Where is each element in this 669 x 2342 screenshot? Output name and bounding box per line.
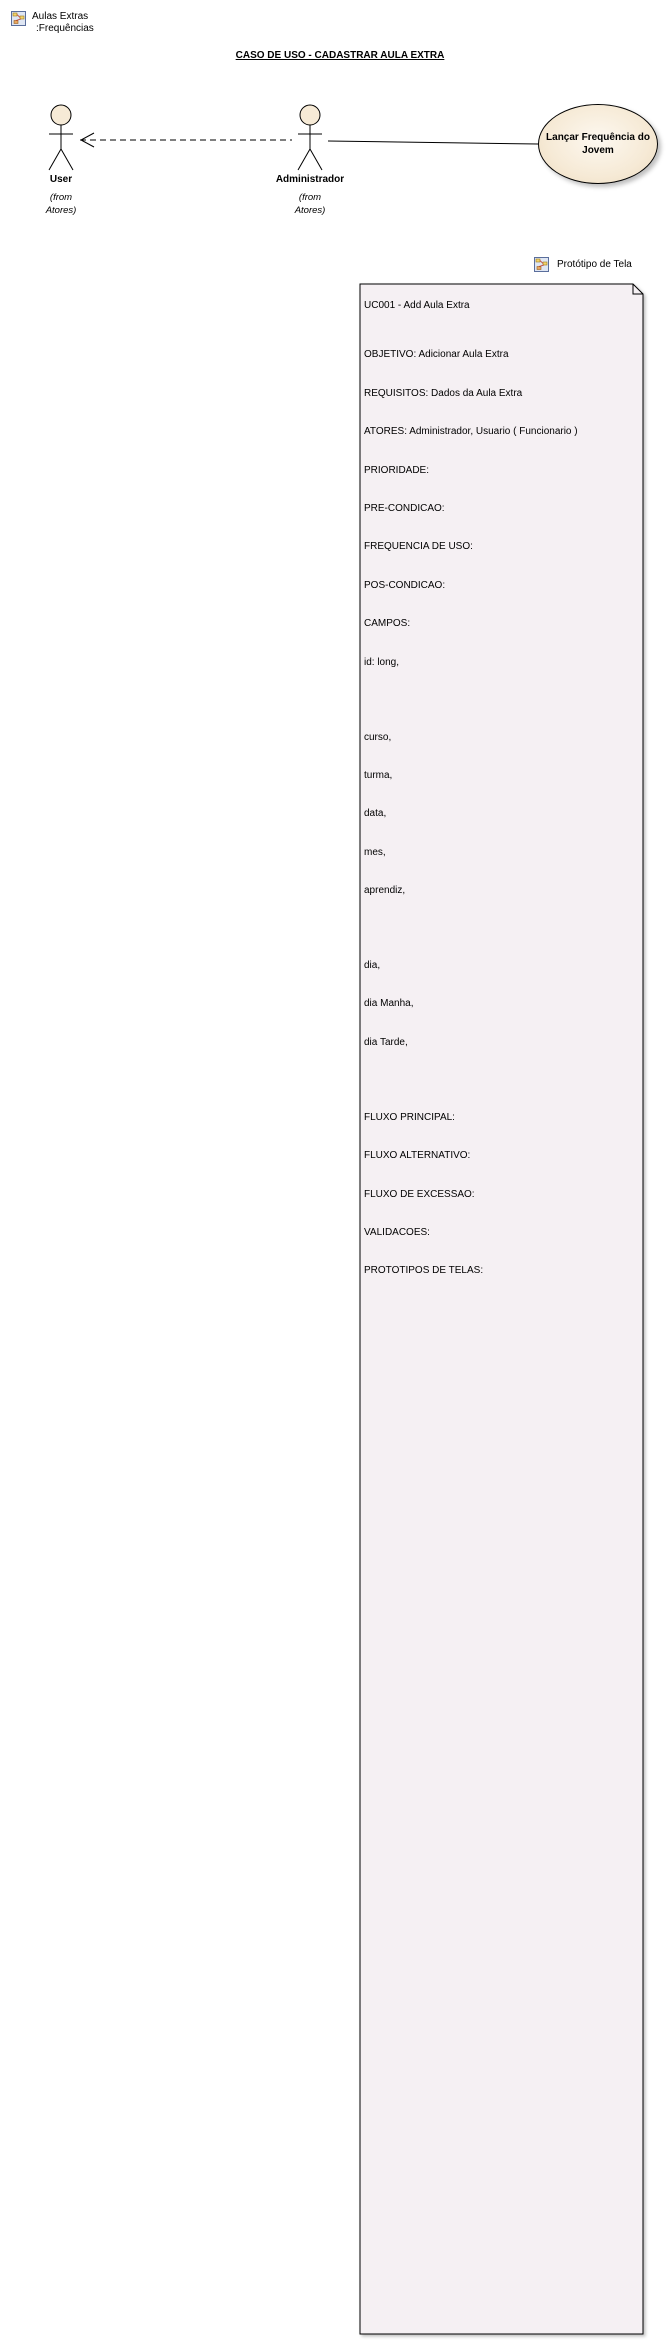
note-line: PRE-CONDICAO: [364, 502, 445, 514]
actor-user[interactable]: User (from Atores) [16, 104, 106, 217]
actor-user-name: User [49, 174, 73, 185]
actor-administrador-figure [297, 104, 323, 171]
note-field: dia Manha, [364, 998, 414, 1010]
note-footer-block: FLUXO PRINCIPAL: FLUXO ALTERNATIVO: FLUX… [364, 1086, 644, 1304]
note-field: aprendiz, [364, 885, 406, 897]
actor-user-from: (from Atores) [16, 191, 106, 217]
usecase-note: UC001 - Add Aula Extra OBJETIVO: Adicion… [364, 300, 644, 1304]
note-line: OBJETIVO: Adicionar Aula Extra [364, 349, 509, 361]
note-line: PROTOTIPOS DE TELAS: [364, 1265, 484, 1277]
connectors [79, 132, 539, 148]
actor-user-from-line2: Atores) [45, 205, 77, 216]
note-line: FLUXO PRINCIPAL: [364, 1111, 455, 1123]
dependency-arrowhead [79, 132, 95, 148]
package-link-aulas-extras[interactable]: Aulas Extras :Frequências [11, 11, 94, 35]
package-link-line1: Aulas Extras [32, 11, 89, 22]
note-field: dia Tarde, [364, 1036, 408, 1048]
note-fields-group2: dia, dia Manha, dia Tarde, [364, 934, 644, 1075]
package-diagram-icon [11, 11, 26, 26]
actor-administrador-from-line1: (from [298, 192, 322, 203]
note-line: FREQUENCIA DE USO: [364, 541, 473, 553]
note-field: mes, [364, 846, 386, 858]
note-line: ATORES: Administrador, Usuario ( Funcion… [364, 426, 578, 438]
note-line: id: long, [364, 656, 400, 668]
usecase-lancar-frequencia[interactable]: Lançar Frequência do Jovem [538, 104, 658, 184]
package-diagram-icon [534, 257, 549, 272]
note-field: dia, [364, 960, 381, 972]
package-link-line2: :Frequências [36, 23, 94, 34]
note-title: UC001 - Add Aula Extra [364, 300, 470, 311]
actor-administrador-from: (from Atores) [265, 191, 355, 217]
package-link-text: Aulas Extras :Frequências [32, 11, 94, 35]
note-line: REQUISITOS: Dados da Aula Extra [364, 387, 523, 399]
note-header-block: OBJETIVO: Adicionar Aula Extra REQUISITO… [364, 324, 644, 695]
actor-administrador[interactable]: Administrador (from Atores) [265, 104, 355, 217]
note-line: CAMPOS: [364, 618, 411, 630]
note-field: curso, [364, 731, 392, 743]
usecase-line1: Lançar Frequência do [546, 132, 650, 143]
note-field: data, [364, 808, 387, 820]
note-line: FLUXO DE EXCESSAO: [364, 1188, 475, 1200]
note-field: turma, [364, 769, 393, 781]
prototype-link-label: Protótipo de Tela [557, 258, 632, 270]
actor-user-from-line1: (from [49, 192, 73, 203]
usecase-line2: Jovem [582, 145, 614, 156]
diagram-title: CASO DE USO - CADASTRAR AULA EXTRA [235, 50, 445, 61]
note-line: POS-CONDICAO: [364, 579, 446, 591]
note-line: PRIORIDADE: [364, 464, 430, 476]
note-line: FLUXO ALTERNATIVO: [364, 1150, 471, 1162]
note-fields-group1: curso, turma, data, mes, aprendiz, [364, 706, 644, 924]
actor-user-figure [48, 104, 74, 171]
actor-administrador-from-line2: Atores) [294, 205, 326, 216]
actor-administrador-name: Administrador [275, 174, 345, 185]
prototype-link[interactable]: Protótipo de Tela [534, 257, 632, 272]
note-line: VALIDACOES: [364, 1226, 430, 1238]
association-line [327, 140, 539, 145]
